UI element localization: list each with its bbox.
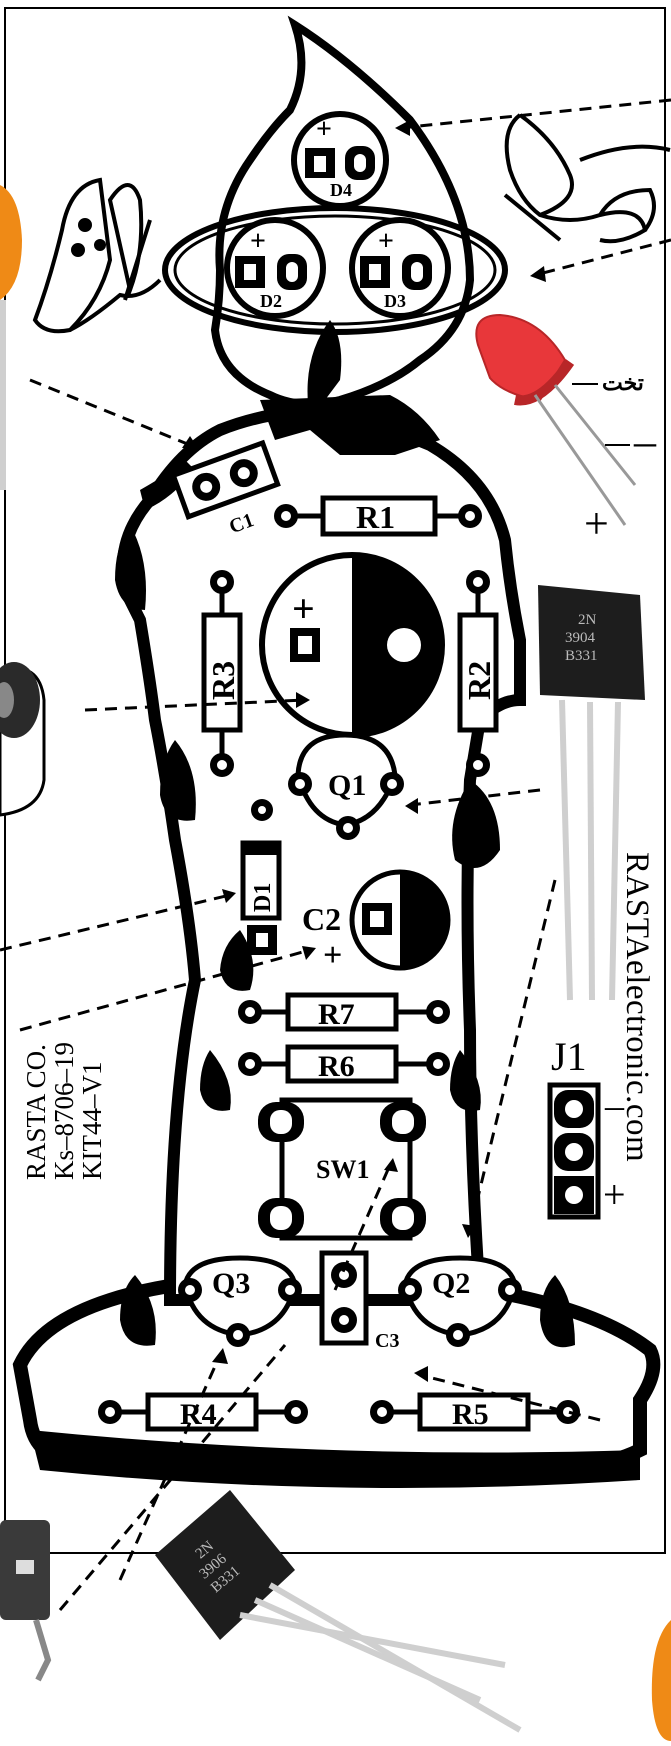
j1-plus: + [603, 1172, 626, 1217]
switch-sw1-footprint: SW1 [258, 1097, 426, 1241]
resistor-r5-footprint: R5 [370, 1392, 580, 1432]
label-q2: Q2 [432, 1267, 470, 1300]
resistor-r4-footprint: R4 [98, 1392, 308, 1432]
red-led-icon [475, 313, 637, 526]
pcb-decor-drips [115, 460, 575, 1348]
label-r2: R2 [461, 661, 497, 700]
label-q1: Q1 [328, 769, 366, 802]
company-name: RASTA CO. [21, 1044, 51, 1180]
c2-plus: + [323, 937, 342, 974]
svg-text:+: + [316, 114, 332, 145]
led-minus-label: – [633, 417, 657, 466]
label-r7: R7 [318, 998, 355, 1031]
label-c2: C2 [302, 901, 341, 937]
label-d3: D3 [384, 291, 406, 311]
transistor-q3-footprint: Q3 [178, 1255, 302, 1347]
svg-text:+: + [250, 226, 266, 257]
pointer-arrows [0, 98, 671, 1611]
label-c3: C3 [375, 1330, 399, 1352]
kit-code: Ks–8706–19 [49, 1041, 79, 1180]
label-d2: D2 [260, 291, 282, 311]
kit-info-text: RASTA CO. Ks–8706–19 KIT44–V1 [21, 760, 142, 1180]
resistor-r1-footprint: R1 [274, 495, 482, 537]
ceramic-capacitor-right-icon [651, 1620, 671, 1741]
resistor-r3-footprint: R3 [201, 570, 243, 777]
label-r6: R6 [318, 1050, 355, 1083]
butterfly-right-icon [503, 113, 671, 244]
svg-text:+: + [378, 226, 394, 257]
j1-minus: – [604, 1085, 625, 1127]
pcb-collar [260, 395, 440, 455]
resistor-r7-footprint: R7 [238, 992, 450, 1032]
label-r3: R3 [205, 661, 241, 700]
connector-j1-footprint: J1 – + [547, 1034, 626, 1220]
resistor-r2-footprint: R2 [457, 570, 499, 777]
transistor-2n3904-icon: 2N 3904 B331 [538, 585, 645, 1001]
led-d4-footprint: + D4 [291, 111, 389, 209]
label-sw1: SW1 [316, 1155, 369, 1184]
buzzer-icon [0, 662, 46, 817]
svg-text:+: + [292, 586, 315, 631]
transistor-q2-footprint: Q2 [398, 1255, 522, 1347]
pointer-arrowheads [182, 120, 546, 1382]
label-j1: J1 [551, 1034, 587, 1079]
resistor-r6-footprint: R6 [238, 1044, 450, 1084]
led-plus-label: + [584, 499, 609, 548]
led-d2-footprint: + D2 [224, 217, 326, 319]
butterfly-left-icon [32, 177, 162, 334]
led-d3-footprint: + D3 [349, 217, 451, 319]
transistor-top-line3: B331 [565, 648, 598, 664]
kit-version: KIT44–V1 [77, 1061, 107, 1180]
capacitor-c2-footprint: C2 + [302, 869, 451, 974]
transistor-top-line1: 2N [578, 612, 597, 628]
transistor-2n3906-icon: 2N 3906 B331 [155, 1490, 522, 1733]
label-r1: R1 [356, 499, 395, 535]
pcb-nose [307, 320, 342, 420]
tactile-switch-icon [0, 1520, 52, 1682]
ceramic-capacitor-left-icon [0, 185, 22, 490]
led-flat-label: تخت [602, 370, 644, 395]
transistor-top-line2: 3904 [565, 630, 596, 646]
label-d4: D4 [330, 180, 352, 200]
diode-d1-footprint: D1 [240, 799, 282, 955]
label-r4: R4 [180, 1398, 217, 1431]
capacitor-main-footprint: + [259, 552, 445, 738]
label-d1: D1 [250, 883, 276, 912]
brand-website: RASTAelectronic.com [619, 852, 655, 1163]
transistor-q1-footprint: Q1 [288, 732, 404, 840]
label-r5: R5 [452, 1398, 489, 1431]
label-q3: Q3 [212, 1267, 250, 1300]
